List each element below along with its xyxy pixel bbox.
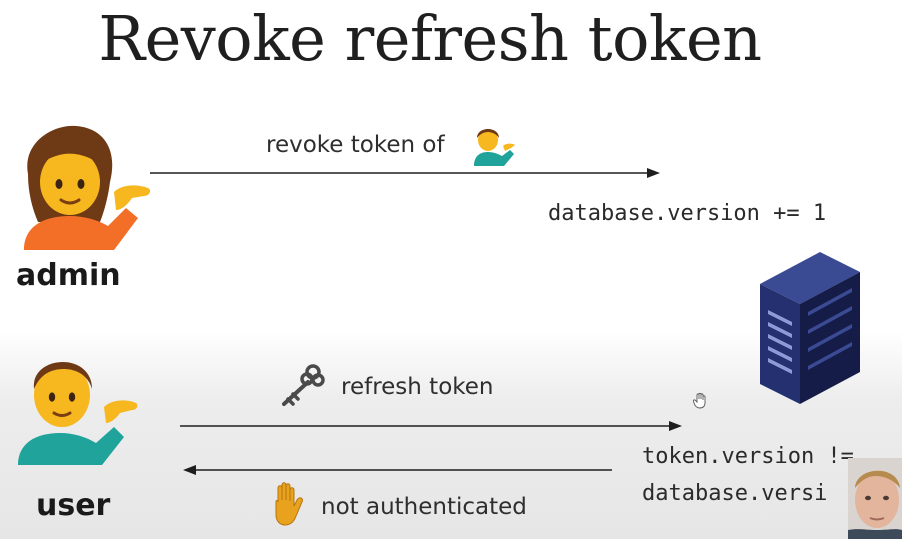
- db-version-increment: database.version += 1: [548, 201, 827, 226]
- raised-hand-icon: [275, 482, 303, 526]
- user-man-tipping-hand-icon: [18, 361, 138, 465]
- admin-person-tipping-hand-icon: [24, 125, 151, 250]
- slide-title: Revoke refresh token: [98, 2, 762, 75]
- server-icon: [760, 252, 860, 404]
- old-key-icon: [282, 364, 325, 406]
- presenter-webcam-thumbnail: [848, 458, 902, 539]
- refresh-arrow-label: refresh token: [341, 374, 494, 400]
- admin-label: admin: [16, 258, 121, 293]
- revoke-arrow-label: revoke token of: [266, 132, 445, 158]
- token-version-compare-line2: database.versi: [642, 481, 828, 506]
- man-tipping-hand-icon: [474, 129, 515, 166]
- refresh-token-arrow: [180, 421, 682, 431]
- user-label: user: [36, 488, 111, 523]
- revoke-arrow: [150, 168, 660, 178]
- cursor-hand-icon: [693, 392, 706, 409]
- not-authenticated-label: not authenticated: [321, 494, 527, 520]
- not-authenticated-arrow: [183, 465, 612, 475]
- token-version-compare-line1: token.version !=: [642, 444, 854, 469]
